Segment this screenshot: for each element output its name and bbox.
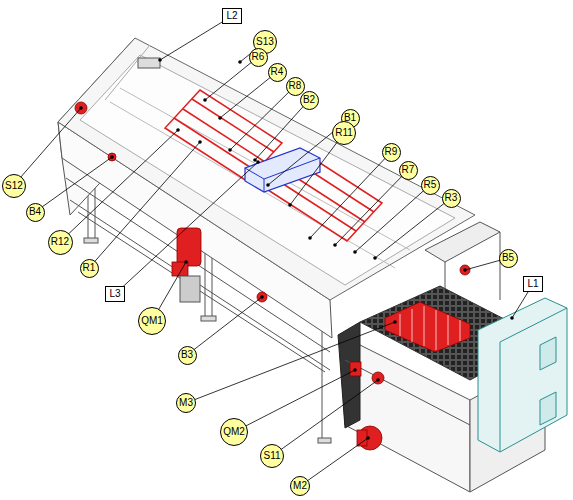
callout-number: B2 bbox=[303, 95, 315, 105]
callout-circle: R1 bbox=[80, 259, 99, 278]
leader-lines bbox=[13, 16, 533, 486]
callout-circle: S12 bbox=[2, 174, 26, 198]
callout-number: R7 bbox=[402, 165, 415, 175]
callout-number: B4 bbox=[29, 207, 41, 217]
callout-number: L3 bbox=[109, 289, 120, 299]
callout-number: M3 bbox=[179, 398, 193, 408]
callout-box: L3 bbox=[105, 286, 125, 302]
callout-number: R9 bbox=[385, 147, 398, 157]
callout-number: R8 bbox=[289, 81, 302, 91]
callout-box: L2 bbox=[222, 8, 242, 24]
callout-circle: M3 bbox=[176, 393, 196, 413]
callout-number: QM1 bbox=[141, 316, 163, 326]
callout-number: R1 bbox=[83, 263, 96, 273]
callout-circle: B5 bbox=[499, 249, 518, 268]
callout-circle: R11 bbox=[332, 121, 356, 145]
callout-circle: R12 bbox=[48, 230, 73, 255]
callout-number: R11 bbox=[335, 128, 353, 138]
callout-circle: R9 bbox=[382, 143, 401, 162]
callout-number: S13 bbox=[256, 37, 274, 47]
callout-number: S11 bbox=[263, 451, 280, 461]
callout-number: B5 bbox=[502, 253, 514, 263]
callout-circle: M2 bbox=[290, 476, 310, 496]
callout-circle: R3 bbox=[442, 189, 461, 208]
callout-box: L1 bbox=[523, 276, 543, 292]
callout-number: S12 bbox=[5, 181, 23, 191]
callout-circle: QM2 bbox=[220, 418, 248, 446]
callout-number: M2 bbox=[293, 481, 307, 491]
callout-circle: B4 bbox=[26, 203, 45, 222]
callout-circle: QM1 bbox=[138, 307, 166, 335]
callout-circle: R7 bbox=[399, 161, 418, 180]
callout-number: R12 bbox=[51, 237, 69, 247]
callout-number: B3 bbox=[181, 350, 193, 360]
callout-number: R6 bbox=[252, 52, 265, 62]
callout-circle: R5 bbox=[421, 176, 440, 195]
callout-number: R5 bbox=[424, 180, 437, 190]
callout-circle: R6 bbox=[249, 48, 268, 67]
callout-number: R4 bbox=[271, 67, 284, 77]
callout-number: QM2 bbox=[223, 427, 245, 437]
callout-circle: B2 bbox=[300, 91, 319, 110]
callout-number: L2 bbox=[226, 11, 237, 21]
callout-circle: R4 bbox=[268, 63, 287, 82]
callout-number: L1 bbox=[527, 279, 538, 289]
callout-circle: R8 bbox=[286, 77, 305, 96]
callout-circle: S11 bbox=[260, 444, 284, 468]
callout-circle: B3 bbox=[178, 346, 197, 365]
callout-number: R3 bbox=[445, 193, 458, 203]
